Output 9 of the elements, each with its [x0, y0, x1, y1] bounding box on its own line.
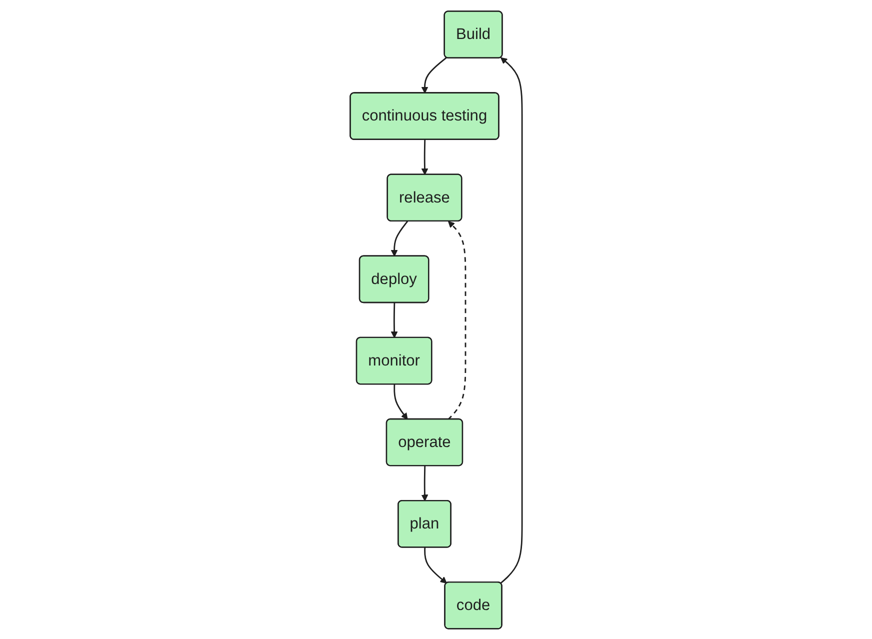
arrow — [448, 220, 466, 420]
arrow — [390, 220, 408, 256]
arrow — [500, 56, 523, 584]
arrow — [421, 139, 428, 175]
arrow — [421, 466, 428, 501]
arrow — [424, 547, 447, 584]
arrow — [421, 56, 447, 93]
arrow — [394, 384, 408, 420]
arrow — [390, 302, 398, 338]
